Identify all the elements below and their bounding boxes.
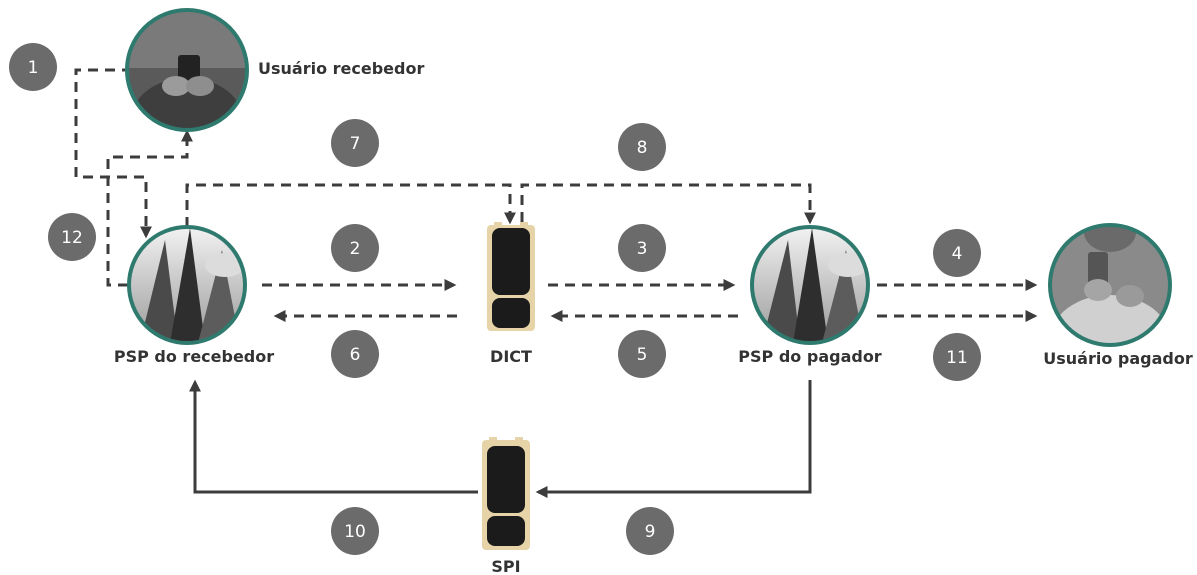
user-pagador-avatar [1048,223,1172,347]
svg-text:4: 4 [952,244,963,264]
user-pagador-label: Usuário pagador [1043,349,1193,368]
step-badge-1: 1 [9,43,57,91]
svg-text:8: 8 [637,138,648,158]
arrow-step-10 [189,379,478,494]
spi-label: SPI [491,557,520,575]
step-badge-4: 4 [933,229,981,277]
svg-text:10: 10 [344,522,366,542]
step-badge-8: 8 [618,123,666,171]
arrow-step-1 [74,68,152,239]
dict-label: DICT [490,347,532,366]
svg-text:3: 3 [637,239,648,259]
step-badge-10: 10 [331,507,379,555]
svg-text:6: 6 [350,345,361,365]
step-badge-5: 5 [618,330,666,378]
psp-pagador-building-photo [750,225,870,345]
svg-text:2: 2 [350,239,361,259]
svg-text:1: 1 [28,58,39,78]
psp-pagador-label: PSP do pagador [738,347,882,366]
arrow-step-8 [520,183,816,225]
step-badge-6: 6 [331,330,379,378]
arrow-step-9 [535,380,812,498]
step-badge-7: 7 [331,119,379,167]
step-badge-12: 12 [48,213,96,261]
user-recebedor-label: Usuário recebedor [258,59,424,78]
svg-text:9: 9 [645,522,656,542]
step-badge-11: 11 [933,333,981,381]
spi-server-icon [482,437,530,550]
svg-text:11: 11 [946,348,968,368]
step-badge-2: 2 [331,224,379,272]
svg-text:5: 5 [637,345,648,365]
svg-text:7: 7 [350,134,361,154]
psp-recebedor-label: PSP do recebedor [114,347,274,366]
svg-text:12: 12 [61,228,83,248]
user-recebedor-avatar [125,8,249,132]
step-badge-9: 9 [626,507,674,555]
arrow-step-7 [185,183,516,227]
psp-recebedor-building-photo [127,225,247,345]
dict-server-icon [487,222,535,331]
step-badge-3: 3 [618,224,666,272]
